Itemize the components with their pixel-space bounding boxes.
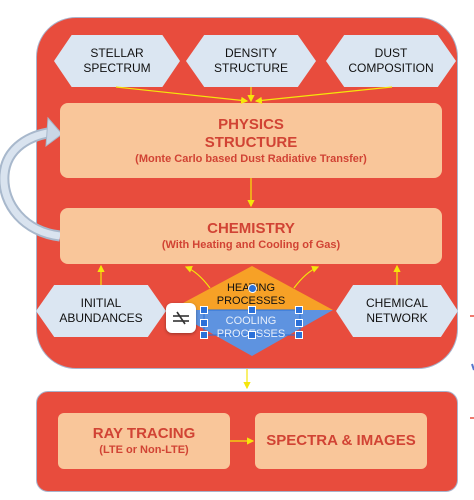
chemistry-subtitle: (With Heating and Cooling of Gas) (161, 239, 341, 251)
physics-title-line2: STRUCTURE (204, 133, 298, 151)
resize-handle-bottom-right[interactable] (295, 331, 303, 339)
ray-tracing-subtitle: (LTE or Non-LTE) (99, 444, 189, 456)
chemical-network-line1: CHEMICAL (365, 296, 428, 310)
resize-handle-middle-left[interactable] (200, 319, 208, 327)
initial-abundances-line1: INITIAL (80, 296, 122, 310)
chemistry-node[interactable]: CHEMISTRY (With Heating and Cooling of G… (60, 208, 442, 264)
cooling-line1: COOLING (225, 315, 277, 327)
ray-tracing-node[interactable]: RAY TRACING (LTE or Non-LTE) (58, 413, 230, 469)
heating-line2: PROCESSES (216, 295, 286, 307)
not-equal-icon (173, 311, 189, 325)
stellar-spectrum-node[interactable]: STELLAR SPECTRUM (54, 35, 180, 87)
spectra-images-node[interactable]: SPECTRA & IMAGES (255, 413, 427, 469)
resize-handle-bottom-center[interactable] (248, 331, 256, 339)
resize-handle-top-center[interactable] (248, 306, 256, 314)
ray-tracing-title: RAY TRACING (92, 425, 196, 442)
physics-title-line1: PHYSICS (218, 115, 284, 133)
dust-composition-line1: DUST (374, 46, 408, 60)
chemical-network-line2: NETWORK (366, 311, 428, 325)
resize-handle-top-right[interactable] (295, 306, 303, 314)
physics-structure-node[interactable]: PHYSICS STRUCTURE (Monte Carlo based Dus… (60, 103, 442, 178)
physics-subtitle: (Monte Carlo based Dust Radiative Transf… (135, 152, 367, 165)
density-structure-node[interactable]: DENSITY STRUCTURE (186, 35, 316, 87)
dust-composition-line2: COMPOSITION (348, 61, 434, 75)
density-structure-line2: STRUCTURE (214, 61, 288, 75)
initial-abundances-line2: ABUNDANCES (59, 311, 143, 325)
stellar-spectrum-line2: SPECTRUM (83, 61, 151, 75)
rotate-handle[interactable] (248, 284, 257, 293)
resize-handle-bottom-left[interactable] (200, 331, 208, 339)
dust-composition-node[interactable]: DUST COMPOSITION (326, 35, 456, 87)
chemistry-title: CHEMISTRY (207, 220, 295, 237)
resize-handle-top-left[interactable] (200, 306, 208, 314)
stellar-spectrum-line1: STELLAR (90, 46, 144, 60)
resize-handle-middle-right[interactable] (295, 319, 303, 327)
density-structure-line1: DENSITY (224, 46, 277, 60)
spectra-images-title: SPECTRA & IMAGES (266, 432, 416, 449)
initial-abundances-node[interactable]: INITIAL ABUNDANCES (36, 285, 166, 337)
chemical-network-node[interactable]: CHEMICAL NETWORK (336, 285, 458, 337)
not-equal-button[interactable] (166, 303, 196, 333)
